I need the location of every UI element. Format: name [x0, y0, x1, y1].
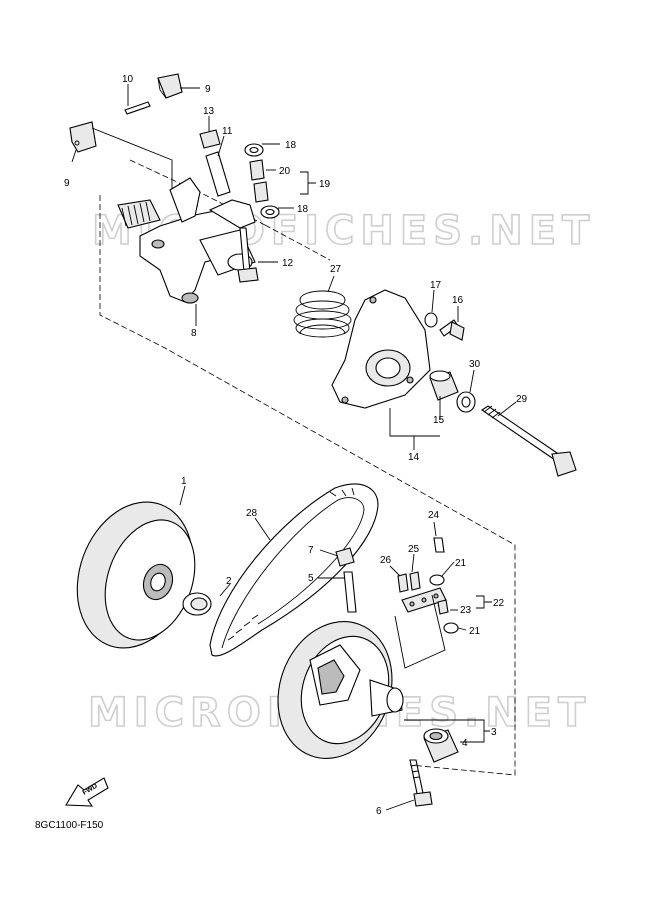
- nut-13: [199, 129, 221, 149]
- callout-23: 23: [460, 605, 472, 616]
- spring-27: [293, 290, 352, 338]
- callout-11: 11: [222, 126, 233, 137]
- callout-18-bottom: 18: [297, 204, 309, 215]
- callout-28: 28: [246, 508, 258, 519]
- callout-15: 15: [433, 415, 445, 426]
- washer-30: [456, 391, 476, 413]
- callout-9-top: 9: [205, 84, 211, 95]
- bracket-22: [401, 587, 447, 613]
- callout-3: 3: [491, 727, 497, 738]
- callout-26: 26: [380, 555, 392, 566]
- callout-21-bottom: 21: [469, 626, 481, 637]
- callout-22: 22: [493, 598, 505, 609]
- callout-24: 24: [428, 510, 440, 521]
- callout-10: 10: [122, 74, 134, 85]
- fwd-arrow-icon: FWD: [65, 777, 109, 807]
- callouts: 10 9 9 13 11 18 20 19 18 12 8 27 17 16 3…: [64, 74, 528, 817]
- callout-25: 25: [408, 544, 420, 555]
- drawing-code: 8GC1100-F150: [35, 820, 104, 831]
- bushing-15: [429, 370, 459, 401]
- callout-29: 29: [516, 394, 528, 405]
- collar-2: [182, 592, 212, 616]
- cap-7: [335, 547, 355, 567]
- callout-27: 27: [330, 264, 342, 275]
- callout-14: 14: [408, 452, 420, 463]
- bracket-guide-2: [394, 594, 446, 669]
- bolt-6: [409, 759, 433, 807]
- clip-lower: [69, 121, 97, 153]
- callout-1: 1: [181, 476, 187, 487]
- callout-4: 4: [462, 738, 468, 749]
- belt-28: [209, 483, 379, 657]
- bolt-29: [481, 405, 577, 477]
- callout-20: 20: [279, 166, 291, 177]
- callout-17: 17: [430, 280, 442, 291]
- callout-18-top: 18: [285, 140, 297, 151]
- sheave-3: [277, 621, 404, 759]
- pin-24: [433, 537, 445, 553]
- post-5: [343, 571, 357, 613]
- callout-7: 7: [308, 545, 314, 556]
- washers-18-20: [244, 143, 280, 219]
- sheave-hub-assembly: [117, 177, 256, 304]
- callout-19: 19: [319, 179, 331, 190]
- cover-plate: [331, 289, 431, 409]
- sheave-1: [76, 501, 196, 649]
- callout-12: 12: [282, 258, 294, 269]
- callout-6: 6: [376, 806, 382, 817]
- callout-13: 13: [203, 106, 215, 117]
- bolt-16: [439, 319, 465, 341]
- callout-21-top: 21: [455, 558, 467, 569]
- sleeve-11: [205, 151, 231, 197]
- washers-21-23: [429, 574, 459, 634]
- callout-30: 30: [469, 359, 481, 370]
- callout-8: 8: [191, 328, 197, 339]
- pins-25-26: [397, 571, 421, 593]
- callout-5: 5: [308, 573, 314, 584]
- washer-17: [424, 312, 438, 328]
- bolt-12: [237, 227, 259, 283]
- callout-9-bottom: 9: [64, 178, 70, 189]
- leader-lines: [71, 84, 517, 811]
- pin: [124, 101, 151, 115]
- clip-upper: [157, 73, 183, 99]
- bushing-4: [423, 728, 459, 763]
- callout-16: 16: [452, 295, 464, 306]
- callout-2: 2: [226, 576, 232, 587]
